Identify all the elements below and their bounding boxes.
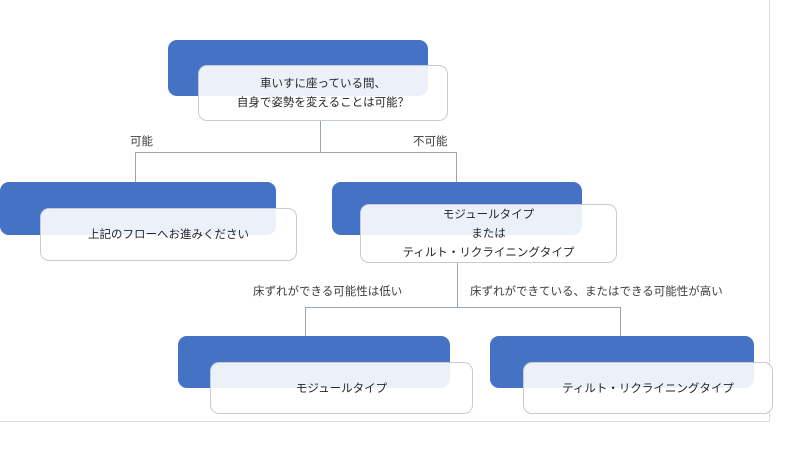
node-text-line: ティルト・リクライニングタイプ xyxy=(402,245,575,259)
node-text-line: 車いすに座っている間、 xyxy=(260,76,386,90)
node-card: ティルト・リクライニングタイプ xyxy=(523,362,773,414)
node-card: モジュールタイプ または ティルト・リクライニングタイプ xyxy=(360,204,617,263)
node-answer-impossible[interactable]: モジュールタイプ または ティルト・リクライニングタイプ xyxy=(332,182,617,263)
connector-to-module xyxy=(305,307,306,337)
node-card: 上記のフローへお進みください xyxy=(40,208,297,261)
connector-to-possible xyxy=(135,152,136,188)
connector-impossible-stem xyxy=(457,262,458,307)
node-answer-possible[interactable]: 上記のフローへお進みください xyxy=(0,182,297,261)
node-question-posture[interactable]: 車いすに座っている間、 自身で姿勢を変えることは可能？ xyxy=(168,40,448,121)
node-text-line: 上記のフローへお進みください xyxy=(88,227,249,241)
connector-q1-stem xyxy=(320,120,321,152)
node-result-tilt[interactable]: ティルト・リクライニングタイプ xyxy=(490,336,773,414)
connector-level1-bar xyxy=(135,152,456,153)
node-text-line: ティルト・リクライニングタイプ xyxy=(562,380,734,395)
node-result-module[interactable]: モジュールタイプ xyxy=(178,336,473,414)
connector-to-impossible xyxy=(456,152,457,188)
page-frame xyxy=(0,0,770,422)
edge-label-possible: 可能 xyxy=(130,134,153,148)
connector-to-tilt xyxy=(620,307,621,337)
node-text-line: モジュールタイプ xyxy=(442,207,535,221)
node-card: モジュールタイプ xyxy=(210,362,473,414)
edge-label-impossible: 不可能 xyxy=(413,134,448,148)
edge-label-low-risk: 床ずれができる可能性は低い xyxy=(253,284,403,298)
connector-level2-bar xyxy=(305,307,621,308)
node-text-line: 自身で姿勢を変えることは可能？ xyxy=(236,95,410,109)
node-text-line: または xyxy=(471,226,506,240)
edge-label-high-risk: 床ずれができている、またはできる可能性が高い xyxy=(470,284,723,298)
node-card: 車いすに座っている間、 自身で姿勢を変えることは可能？ xyxy=(198,65,448,121)
node-text-line: モジュールタイプ xyxy=(295,380,388,395)
